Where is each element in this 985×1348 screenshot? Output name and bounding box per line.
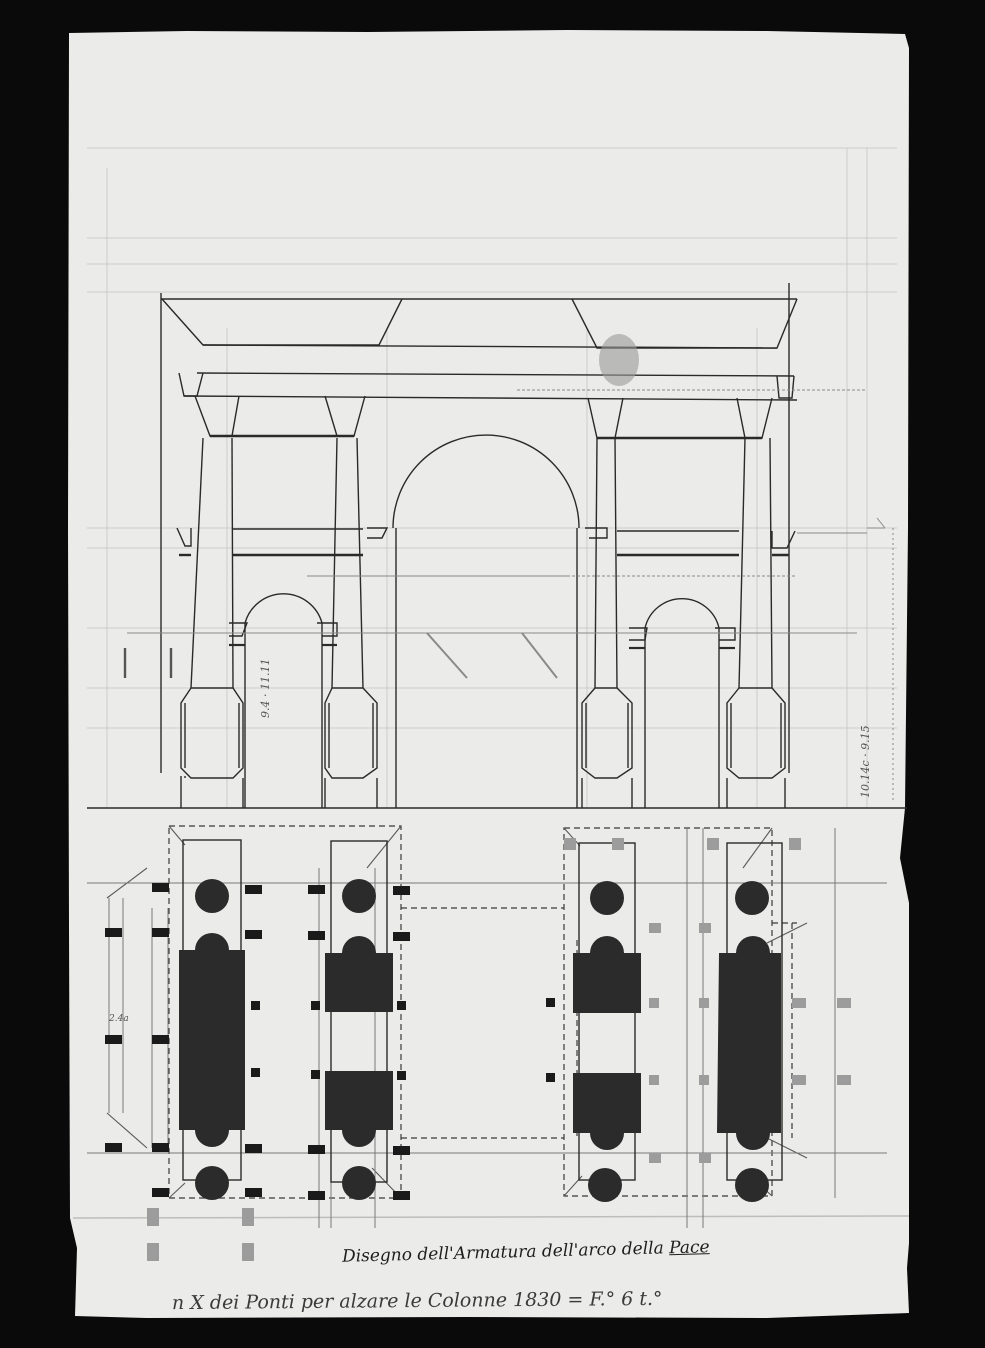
column-circle [195, 1166, 229, 1200]
pier-mass-upper [573, 936, 641, 1013]
column-circle [590, 881, 624, 915]
pier-mass [179, 933, 245, 1147]
caption-title-underlined: Pace [668, 1237, 710, 1259]
column-circle [735, 1168, 769, 1202]
right-margin-dimension-note: 10.14c · 9.15 [859, 725, 872, 798]
column-circle [342, 1166, 376, 1200]
pier-mass-lower [573, 1073, 641, 1150]
elevation-scaffolding [123, 389, 894, 803]
plan-scaffold-posts [105, 883, 555, 1200]
pier-mass-lower [325, 1071, 393, 1147]
arch-dimension-note: 9.4 · 11.11 [259, 658, 272, 718]
column-circle [342, 879, 376, 913]
fold-line [72, 1215, 909, 1219]
column-circle [735, 881, 769, 915]
pier-mass [717, 936, 781, 1150]
drawing-canvas [68, 30, 909, 1318]
ink-stain [599, 334, 639, 386]
paper-sheet: 9.4 · 11.11 10.14c · 9.15 2.4a Disegno d… [67, 28, 909, 1324]
column-circle [195, 879, 229, 913]
caption-subtitle: n X dei Ponti per alzare le Colonne 1830… [171, 1287, 663, 1315]
plan-wash-fills [179, 879, 781, 1202]
pier-mass-upper [325, 936, 393, 1012]
left-plan-dimension-note: 2.4a [109, 1014, 129, 1024]
paper-outline [68, 30, 909, 1318]
plan-faint-posts [147, 838, 851, 1261]
column-circle [588, 1168, 622, 1202]
elevation-drawing [87, 283, 907, 809]
construction-lines [87, 147, 897, 808]
